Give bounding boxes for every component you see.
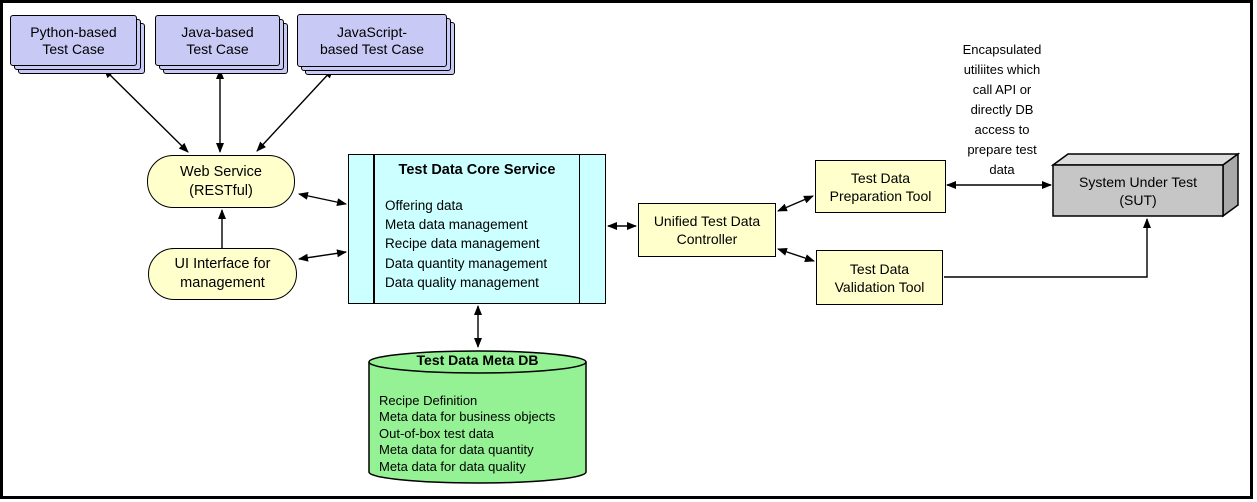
core-service-list: Offering data Meta data management Recip… xyxy=(385,196,547,292)
metadb-item: Meta data for data quantity xyxy=(379,442,534,458)
python-test-case-node: Python-based Test Case xyxy=(10,15,145,74)
preparation-tool-node: Test Data Preparation Tool xyxy=(815,160,946,213)
core-service-item: Meta data management xyxy=(385,217,528,233)
sut-label: System Under Test (SUT) xyxy=(1078,173,1197,208)
web-service-node: Web Service (RESTful) xyxy=(147,155,295,208)
metadb-title: Test Data Meta DB xyxy=(416,352,539,368)
encapsulated-utilities-note: Encapsulated utiliites which call API or… xyxy=(962,42,1042,177)
java-test-case-node: Java-based Test Case xyxy=(155,15,288,74)
metadb-item: Recipe Definition xyxy=(379,393,478,408)
metadb-item: Meta data for data quality xyxy=(379,458,526,474)
java-test-case-label: Java-based Test Case xyxy=(155,15,280,66)
core-service-item: Offering data xyxy=(385,198,463,213)
core-service-left-bar xyxy=(373,155,375,303)
metadb-item: Out-of-box test data xyxy=(379,425,494,441)
core-service-title: Test Data Core Service xyxy=(398,162,556,178)
core-service-item: Recipe data management xyxy=(385,236,540,252)
metadb-list: Recipe Definition Meta data for business… xyxy=(379,393,555,475)
python-test-case-label: Python-based Test Case xyxy=(10,15,137,66)
validation-tool-node: Test Data Validation Tool xyxy=(816,250,943,305)
javascript-test-case-label: JavaScript- based Test Case xyxy=(297,14,447,67)
core-service-item: Data quality management xyxy=(385,274,539,290)
unified-controller-node: Unified Test Data Controller xyxy=(638,203,776,257)
ui-interface-node: UI Interface for management xyxy=(148,248,297,300)
javascript-test-case-node: JavaScript- based Test Case xyxy=(297,14,455,75)
metadb-item: Meta data for business objects xyxy=(379,409,556,425)
core-service-right-bar xyxy=(578,155,580,303)
core-service-node: Test Data Core Service Offering data Met… xyxy=(348,154,606,304)
core-service-item: Data quantity management xyxy=(385,255,548,271)
